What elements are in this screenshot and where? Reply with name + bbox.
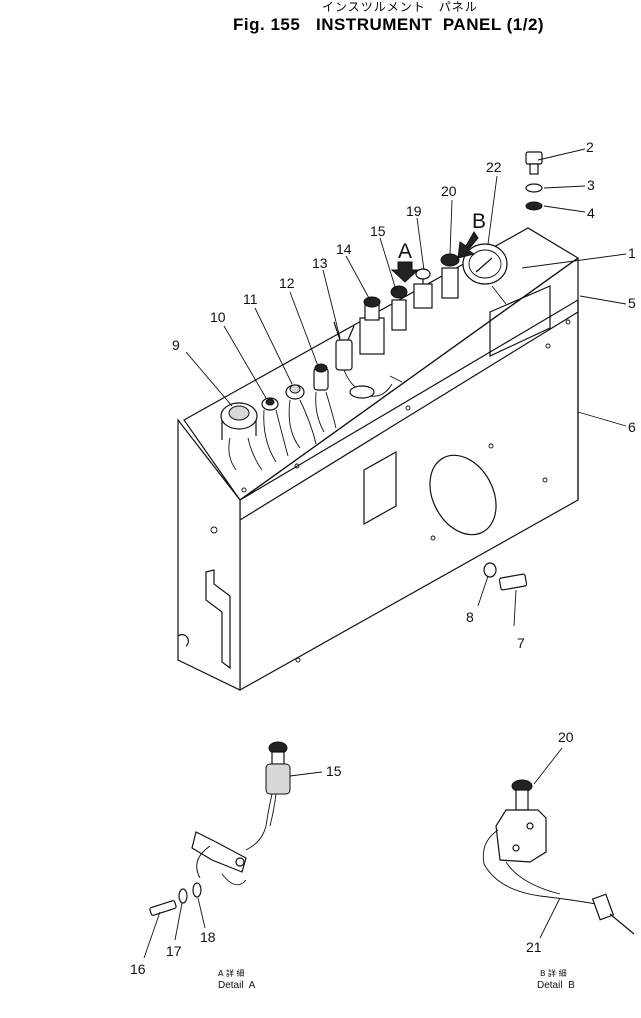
pull-knob-15: [390, 285, 408, 331]
callout-6: 6: [628, 419, 636, 435]
subtitle-jp: インスツルメント パネル: [322, 0, 478, 14]
leader-lines: [185, 148, 627, 627]
detail-b-caption-jp: B 詳 細: [540, 968, 567, 978]
panel-components: [220, 151, 543, 591]
callout-19: 19: [406, 203, 422, 219]
detail-a-leaders: [143, 771, 323, 959]
panel-side-face: [177, 418, 241, 691]
callout-15-detail-a: 15: [326, 763, 342, 779]
callout-2: 2: [586, 139, 594, 155]
side-slot: [205, 569, 231, 670]
mounting-hole: [295, 657, 301, 663]
view-arrow-a: [390, 261, 420, 283]
detail-b-drawing: [482, 779, 635, 935]
callout-4: 4: [587, 205, 595, 221]
callout-22: 22: [486, 159, 502, 175]
mounting-hole: [542, 477, 548, 483]
callout-15: 15: [370, 223, 386, 239]
figure-title: Fig. 155 INSTRUMENT PANEL (1/2): [233, 15, 544, 34]
callout-17: 17: [166, 943, 182, 959]
callout-11: 11: [243, 291, 258, 307]
callout-14: 14: [336, 241, 352, 257]
mounting-hole: [488, 443, 494, 449]
callout-10: 10: [210, 309, 226, 325]
front-round-opening: [429, 454, 497, 536]
callout-1: 1: [628, 245, 636, 261]
view-letter-a: A: [398, 240, 412, 263]
switch-11: [285, 384, 317, 449]
lamp-10: [261, 397, 289, 463]
bolt-7-washer-8: [483, 562, 528, 591]
key-switch-13: [333, 321, 403, 399]
callout-20: 20: [441, 183, 457, 199]
detail-b-leaders: [533, 747, 563, 939]
mounting-hole: [545, 343, 551, 349]
mounting-hole: [405, 405, 411, 411]
callout-16: 16: [130, 961, 146, 977]
gauge-9: [220, 402, 263, 471]
callout-7: 7: [517, 635, 525, 651]
callout-12: 12: [279, 275, 295, 291]
callout-5: 5: [628, 295, 636, 311]
view-arrow-b: [457, 231, 479, 259]
view-letter-b: B: [472, 210, 486, 233]
callout-18: 18: [200, 929, 216, 945]
mounting-hole: [565, 319, 571, 325]
mounting-hole: [294, 463, 300, 469]
callout-9: 9: [172, 337, 180, 353]
callout-21: 21: [526, 939, 542, 955]
mounting-hole: [241, 487, 247, 493]
switch-19: [413, 268, 433, 309]
detail-a-caption-jp: A 詳 細: [218, 968, 245, 978]
detail-a-caption-en: Detail A: [218, 980, 256, 991]
mounting-hole: [430, 535, 436, 541]
instrument-panel-assembly: [177, 227, 580, 692]
detail-a-drawing: [149, 741, 291, 916]
pull-knob-20: [440, 253, 460, 299]
callout-8: 8: [466, 609, 474, 625]
bolt-stack: [525, 151, 543, 211]
callout-20-detail-b: 20: [558, 729, 574, 745]
switch-14: [359, 296, 385, 355]
rear-opening: [489, 285, 551, 357]
mounting-hole: [210, 526, 218, 534]
callout-3: 3: [587, 177, 595, 193]
callout-13: 13: [312, 255, 328, 271]
detail-b-caption-en: Detail B: [537, 980, 575, 991]
side-notch: [177, 634, 189, 647]
front-window: [363, 450, 397, 526]
